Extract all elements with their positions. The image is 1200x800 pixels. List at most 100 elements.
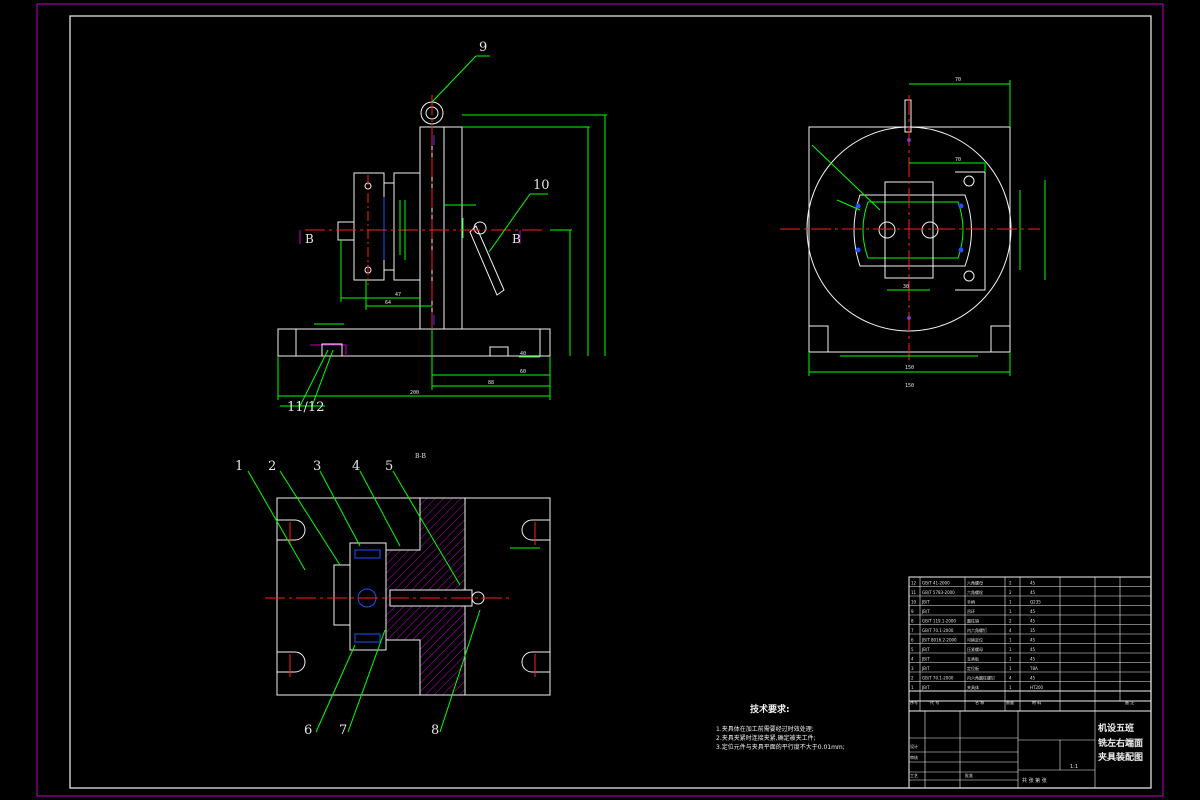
- bom-cell-name: 定位板: [967, 665, 979, 671]
- title-block: 机设五班 铣左右端面 夹具装配图 1:1 共 张 第 张 设计 审核 工艺 批准: [908, 710, 1152, 789]
- balloon-9: 9: [479, 40, 487, 55]
- bom-cell-code: JB/T: [921, 657, 930, 662]
- bom-cell-code: JB/T: [921, 666, 930, 671]
- bom-col-seq: 序号: [910, 699, 918, 705]
- balloon-7: 7: [339, 723, 347, 738]
- bom-cell-no: 2: [911, 676, 914, 681]
- bom-cell-name: 夹具体: [967, 684, 979, 690]
- bom-cell-qty: 4: [1009, 676, 1012, 681]
- bom-cell-name: 手柄: [967, 599, 975, 605]
- bom-cell-code: JB/T: [921, 685, 930, 690]
- balloon-8: 8: [431, 723, 439, 738]
- front-base: [277, 328, 551, 357]
- balloon-11-12: 11/12: [287, 400, 324, 415]
- bom-cell-qty: 1: [1009, 647, 1012, 652]
- bom-cell-no: 11: [911, 590, 917, 595]
- title-name-line-2: 铣左右端面: [1098, 737, 1143, 749]
- bom-cell-mat: 45: [1030, 657, 1036, 662]
- bom-cell-name: 内六角螺钉: [967, 627, 987, 633]
- balloon-2: 2: [268, 459, 276, 474]
- balloon-4: 4: [352, 459, 360, 474]
- bom-cell-mat: HT200: [1030, 685, 1044, 690]
- technical-requirements: 技术要求: 1.夹具体在加工前需要经过时效处理; 2.夹具夹紧时连接夹紧,确定被…: [716, 703, 845, 751]
- section-view-bb: B-B: [235, 453, 551, 738]
- dim-60: 60: [520, 369, 526, 375]
- bom-cell-qty: 1: [1009, 609, 1012, 614]
- bom-cell-name: 六角螺母: [967, 580, 983, 586]
- bom-cell-code: JB/T 8016.2-2000: [921, 638, 957, 643]
- bom-cell-qty: 1: [1009, 685, 1012, 690]
- bom-cell-mat: 45: [1030, 581, 1036, 586]
- title-design: 设计: [910, 743, 918, 749]
- bom-cell-no: 9: [911, 609, 914, 614]
- bom-cell-code: GB/T 119.1-2000: [922, 619, 956, 624]
- balloon-6: 6: [304, 723, 312, 738]
- balloon-10: 10: [533, 178, 550, 193]
- bom-cell-name: 可换定位: [967, 637, 983, 643]
- tech-line-3: 3.定位元件与夹具平面的平行度不大于0.01mm;: [716, 743, 845, 751]
- bom-cell-no: 4: [911, 657, 914, 662]
- title-name-line-3: 夹具装配图: [1098, 751, 1143, 763]
- bom-cell-mat: 45: [1030, 647, 1036, 652]
- dim-200: 200: [410, 390, 419, 396]
- title-name-line-1: 机设五班: [1098, 722, 1134, 734]
- dim-150-a: 150: [905, 365, 914, 371]
- bom-cell-name: 圆柱销: [967, 618, 979, 624]
- bom-cell-qty: 1: [1009, 666, 1012, 671]
- bom-cell-name: 内六角圆柱螺钉: [967, 675, 995, 681]
- bom-cell-qty: 1: [1009, 638, 1012, 643]
- bom-cell-code: GB/T 41-2000: [922, 581, 950, 586]
- section-body: [276, 497, 551, 696]
- title-check: 审核: [910, 754, 918, 760]
- dim-150-b: 150: [905, 383, 914, 389]
- clamp-handle: [469, 225, 505, 296]
- bom-cell-code: JB/T: [921, 647, 930, 652]
- tech-line-2: 2.夹具夹紧时连接夹紧,确定被夹工件;: [716, 734, 816, 742]
- bom-cell-no: 8: [911, 619, 914, 624]
- title-scale: 1:1: [1070, 764, 1078, 770]
- balloon-3: 3: [313, 459, 321, 474]
- bom-cell-qty: 2: [1009, 590, 1012, 595]
- bom-cell-mat: 45: [1030, 676, 1036, 681]
- bom-cell-mat: 45: [1030, 590, 1036, 595]
- dim-64: 64: [385, 300, 391, 306]
- bom-cell-code: GB/T 5783-2000: [922, 590, 955, 595]
- bom-cell-mat: 45: [1030, 638, 1036, 643]
- bom-cell-no: 6: [911, 638, 914, 643]
- sheet-border-inner: [69, 15, 1152, 789]
- dim-47: 47: [395, 292, 401, 298]
- section-view-title: B-B: [415, 453, 427, 460]
- dim-30: 30: [903, 284, 909, 290]
- bom-cell-qty: 1: [1009, 600, 1012, 605]
- bom-cell-name: 支承板: [967, 656, 979, 662]
- bom-cell-mat: 35: [1030, 628, 1036, 633]
- bom-cell-mat: T8A: [1029, 666, 1038, 671]
- bom-col-material: 材 料: [1032, 699, 1041, 705]
- sheet-border-outer: [36, 3, 1164, 797]
- title-sheet: 共 张 第 张: [1022, 777, 1047, 784]
- bom-cell-name: 吊环: [967, 609, 975, 614]
- bom-cell-code: JB/T: [921, 609, 930, 614]
- bom-cell-no: 1: [911, 685, 914, 690]
- bom-cell-no: 7: [911, 628, 914, 633]
- bom-cell-mat: 45: [1030, 609, 1036, 614]
- bom-cell-qty: 2: [1009, 619, 1012, 624]
- bom-cell-no: 3: [911, 666, 914, 671]
- bom-cell-qty: 1: [1009, 657, 1012, 662]
- bom-cell-no: 12: [911, 581, 917, 586]
- bom-cell-no: 5: [911, 647, 914, 652]
- dim-88: 88: [488, 380, 494, 386]
- dim-70-mid: 70: [955, 157, 961, 163]
- bom-cell-code: GB/T 70.1-2000: [922, 628, 954, 633]
- front-vertical-plate: [419, 126, 463, 330]
- bom-col-qty: 数量: [1006, 699, 1014, 705]
- dim-40: 40: [520, 351, 526, 357]
- dim-70-top: 70: [955, 77, 961, 83]
- bom-cell-name: 六角螺栓: [967, 589, 983, 595]
- bom-cell-qty: 4: [1009, 628, 1012, 633]
- bom-col-code: 代 号: [930, 699, 939, 705]
- bom-cell-qty: 2: [1009, 581, 1012, 586]
- tech-title: 技术要求:: [750, 703, 790, 715]
